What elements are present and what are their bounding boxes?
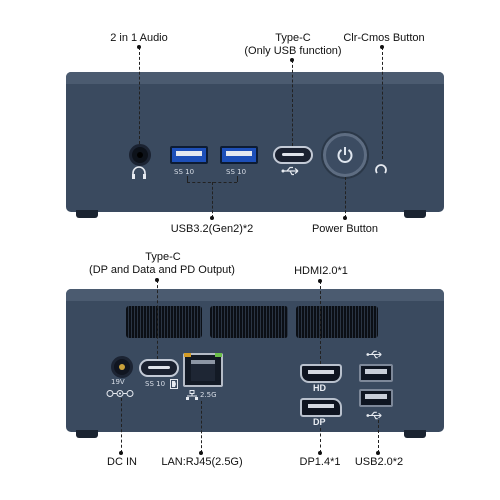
leader-usb20 — [378, 420, 379, 453]
label-audio: 2 in 1 Audio — [110, 32, 168, 44]
dc-voltage-mark: 19V — [111, 378, 125, 386]
usb32-port-2 — [220, 146, 258, 164]
vent-left — [126, 306, 202, 338]
front-typec-port — [273, 146, 313, 164]
lan-rj45-port — [183, 353, 223, 387]
dp-mark: DP — [313, 417, 326, 427]
label-hdmi: HDMI2.0*1 — [294, 265, 348, 277]
label-dcin: DC IN — [107, 456, 137, 468]
power-icon — [337, 147, 353, 163]
leader-dot-lan — [199, 451, 203, 455]
front-foot-left — [76, 210, 98, 218]
usb-icon — [366, 350, 382, 359]
leader-dot-hdmi — [318, 279, 322, 283]
leader-typec-front — [292, 60, 293, 146]
vent-middle — [210, 306, 288, 338]
lan-speed-mark: 2.5G — [200, 391, 217, 399]
leader-dot-dp — [318, 451, 322, 455]
hdmi-mark: HD — [313, 383, 326, 393]
usb32-mark-1: SS 10 — [174, 168, 195, 176]
bracket-usb32-right — [237, 176, 238, 182]
leader-audio — [139, 47, 140, 144]
dc-polarity-icon — [106, 390, 134, 397]
front-case — [66, 72, 444, 212]
leader-dot-dcin — [119, 451, 123, 455]
label-lan: LAN:RJ45(2.5G) — [161, 456, 243, 468]
vent-right — [296, 306, 378, 338]
leader-power — [345, 177, 346, 218]
rear-typec-port — [139, 359, 179, 377]
thunderbolt-icon — [170, 379, 178, 389]
rear-case-top — [66, 289, 444, 301]
hdmi-port — [300, 364, 342, 383]
leader-typec-rear — [157, 280, 158, 359]
leader-usb32 — [212, 182, 213, 218]
clr-cmos-icon — [375, 164, 387, 174]
rear-typec-mark: SS 10 — [145, 380, 166, 388]
leader-dcin — [121, 398, 122, 453]
headset-icon — [132, 166, 146, 179]
usb32-port-1 — [170, 146, 208, 164]
label-typec-rear-2: (DP and Data and PD Output) — [89, 264, 235, 276]
leader-dot-typec-front — [290, 58, 294, 62]
bracket-usb32-left — [187, 176, 188, 182]
displayport-port — [300, 398, 342, 417]
leader-hdmi — [320, 281, 321, 364]
leader-dot-clrcmos — [380, 45, 384, 49]
label-typec-front-2: (Only USB function) — [244, 45, 342, 57]
label-usb32: USB3.2(Gen2)*2 — [170, 223, 254, 235]
label-power: Power Button — [311, 223, 379, 235]
label-typec-rear-1: Type-C — [145, 251, 181, 263]
leader-dp — [320, 428, 321, 453]
rear-foot-left — [76, 430, 98, 438]
power-button — [323, 133, 367, 177]
label-dp: DP1.4*1 — [299, 456, 341, 468]
leader-dot-power — [343, 216, 347, 220]
usb20-port-1 — [359, 364, 393, 382]
leader-clrcmos — [382, 47, 383, 159]
label-typec-front-1: Type-C — [275, 32, 311, 44]
leader-dot-typec-rear — [155, 278, 159, 282]
front-case-top — [66, 72, 444, 84]
usb-icon — [281, 166, 299, 176]
front-foot-right — [404, 210, 426, 218]
rear-foot-right — [404, 430, 426, 438]
label-clrcmos: Clr-Cmos Button — [343, 32, 425, 44]
label-usb20: USB2.0*2 — [354, 456, 404, 468]
leader-dot-usb32 — [210, 216, 214, 220]
leader-lan — [201, 401, 202, 453]
audio-jack — [129, 144, 151, 166]
leader-dot-audio — [137, 45, 141, 49]
dc-in-jack — [111, 356, 133, 378]
leader-dot-usb20 — [376, 451, 380, 455]
usb20-port-2 — [359, 389, 393, 407]
network-icon — [186, 390, 198, 400]
usb32-mark-2: SS 10 — [226, 168, 247, 176]
usb-icon — [366, 411, 382, 420]
